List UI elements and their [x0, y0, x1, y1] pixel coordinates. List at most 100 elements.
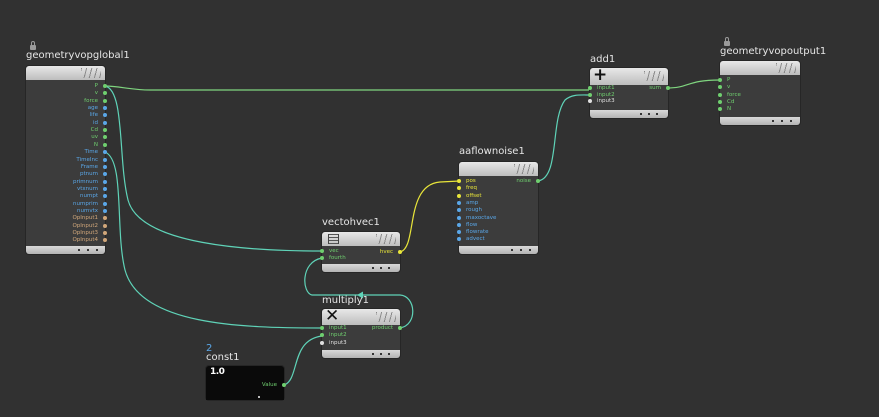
- port-label: input3: [597, 98, 615, 104]
- wire-hvec-to-pos: [399, 180, 461, 253]
- port-connector[interactable]: [103, 150, 107, 155]
- node-header[interactable]: +: [590, 65, 668, 85]
- port-connector[interactable]: [103, 106, 107, 111]
- port-connector[interactable]: [457, 222, 461, 227]
- node-flags[interactable]: [776, 63, 796, 73]
- port-connector[interactable]: [103, 113, 107, 118]
- port-connector[interactable]: [457, 230, 461, 235]
- port-connector[interactable]: [320, 249, 324, 253]
- node-flags[interactable]: [514, 164, 534, 174]
- port-connector[interactable]: [103, 238, 107, 243]
- port-connector[interactable]: [103, 186, 107, 191]
- port-connector[interactable]: [103, 142, 107, 147]
- port-label: noise: [516, 178, 531, 184]
- port-label: N: [727, 106, 732, 113]
- port-connector[interactable]: [103, 231, 107, 235]
- node-header[interactable]: [720, 61, 800, 75]
- port-label: input3: [329, 339, 347, 346]
- port-connector[interactable]: [457, 186, 461, 191]
- node-footer[interactable]: [590, 110, 668, 118]
- port-connector[interactable]: [103, 201, 107, 206]
- port-connector[interactable]: [398, 326, 402, 330]
- port-connector[interactable]: [320, 326, 324, 330]
- port-connector[interactable]: [457, 179, 461, 183]
- port-connector[interactable]: [718, 78, 722, 82]
- port-connector[interactable]: [588, 99, 592, 103]
- node-header[interactable]: ✕: [322, 306, 400, 326]
- node-title-globals: geometryvopglobal1: [26, 50, 130, 61]
- port-label: product: [371, 325, 393, 331]
- port-label: P: [727, 77, 731, 83]
- port-label: v: [727, 84, 731, 91]
- port-label: flowrate: [466, 229, 489, 236]
- node-footer[interactable]: [206, 394, 284, 400]
- port-connector[interactable]: [588, 92, 592, 97]
- node-header[interactable]: [322, 232, 400, 246]
- port-connector[interactable]: [457, 237, 461, 242]
- lock-icon: [724, 37, 730, 46]
- port-label: vec: [329, 248, 339, 254]
- node-footer[interactable]: [459, 246, 538, 254]
- multiply-icon: ✕: [325, 306, 340, 326]
- port-connector[interactable]: [103, 223, 107, 228]
- port-connector[interactable]: [103, 98, 107, 103]
- port-connector[interactable]: [457, 200, 461, 205]
- port-connector[interactable]: [457, 215, 461, 220]
- port-label: OpInput1: [72, 215, 98, 222]
- node-header[interactable]: [459, 162, 538, 176]
- port-connector[interactable]: [103, 194, 107, 199]
- port-connector[interactable]: [103, 128, 107, 133]
- port-connector[interactable]: [103, 157, 107, 162]
- port-label: input2: [329, 332, 347, 339]
- node-flags[interactable]: [81, 68, 101, 78]
- node-footer[interactable]: [720, 117, 800, 125]
- port-connector[interactable]: [320, 340, 324, 345]
- port-connector[interactable]: [103, 172, 107, 177]
- port-connector[interactable]: [536, 179, 540, 183]
- port-label: vtxnum: [77, 185, 98, 192]
- port-connector[interactable]: [718, 85, 722, 90]
- node-footer[interactable]: [322, 350, 400, 358]
- port-connector[interactable]: [666, 86, 670, 90]
- port-connector[interactable]: [718, 99, 722, 104]
- port-connector[interactable]: [103, 164, 107, 169]
- node-title-output: geometryvopoutput1: [720, 46, 827, 57]
- port-connector[interactable]: [457, 193, 461, 198]
- port-connector[interactable]: [103, 135, 107, 140]
- port-label: maxoctave: [466, 214, 497, 221]
- port-connector[interactable]: [103, 120, 107, 125]
- port-connector[interactable]: [103, 208, 107, 213]
- port-connector[interactable]: [718, 92, 722, 97]
- node-footer[interactable]: [322, 264, 400, 272]
- node-flags[interactable]: [644, 71, 664, 81]
- port-connector[interactable]: [457, 208, 461, 213]
- port-connector[interactable]: [103, 179, 107, 184]
- port-connector[interactable]: [718, 107, 722, 112]
- node-flags[interactable]: [376, 234, 396, 244]
- port-connector[interactable]: [103, 91, 107, 96]
- port-connector[interactable]: [588, 86, 592, 90]
- port-label: numvtx: [77, 207, 98, 214]
- port-connector[interactable]: [320, 256, 324, 260]
- port-label: advect: [466, 236, 485, 243]
- port-label: input1: [597, 85, 615, 91]
- vector-icon: [328, 234, 339, 244]
- port-connector[interactable]: [103, 84, 107, 88]
- wire-const-to-multiply: [283, 335, 323, 386]
- port-connector[interactable]: [282, 383, 286, 387]
- port-label: input2: [597, 91, 615, 98]
- node-flags[interactable]: [376, 312, 396, 322]
- node-const[interactable]: 1.0 Value: [206, 366, 286, 400]
- port-connector[interactable]: [320, 333, 324, 338]
- node-footer[interactable]: [26, 246, 105, 254]
- port-label: numpt: [80, 193, 98, 200]
- port-connector[interactable]: [103, 216, 107, 221]
- node-header[interactable]: [26, 66, 105, 80]
- port-connector[interactable]: [398, 250, 402, 254]
